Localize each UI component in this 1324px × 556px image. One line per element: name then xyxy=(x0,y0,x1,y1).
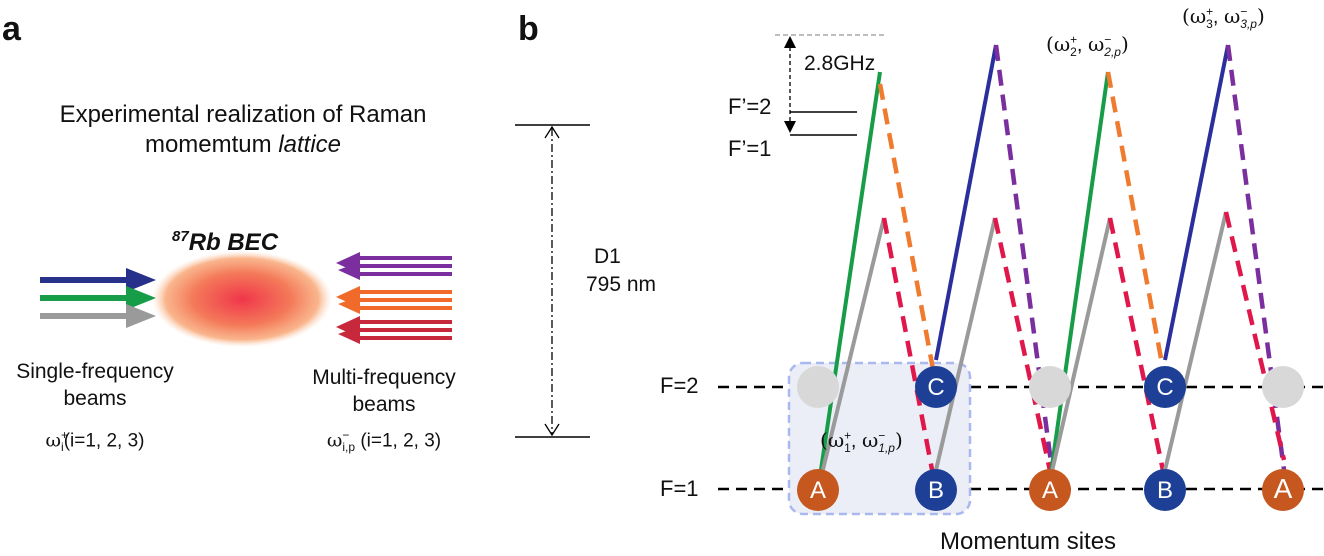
frequency-pair-1: (ω+1, ω−1,p) xyxy=(820,428,903,455)
site-c-label: C xyxy=(1156,374,1174,401)
sup: − xyxy=(1104,32,1112,47)
single-frequency-caption: Single-frequency beams xyxy=(0,358,190,412)
sup: + xyxy=(844,428,852,443)
site-b-circle xyxy=(915,469,957,511)
site-b-label: B xyxy=(927,477,944,504)
site-a-label: A xyxy=(809,477,826,504)
single-frequency-formula: ω+i(i=1, 2, 3) xyxy=(0,428,190,454)
omega-symbol: ω xyxy=(45,429,62,452)
panel-a-title: Experimental realization of Raman momemt… xyxy=(0,100,486,160)
splitting-label: 2.8GHz xyxy=(804,52,876,75)
single-caption-line2: beams xyxy=(63,387,127,410)
formula-rest: (i=1, 2, 3) xyxy=(63,430,145,452)
omega: ω xyxy=(827,428,845,452)
beam-green xyxy=(40,286,156,310)
sup: − xyxy=(878,428,886,443)
empty-site xyxy=(1029,366,1071,408)
sub: 3,p xyxy=(1240,17,1257,31)
d1-transition-marker xyxy=(515,124,590,438)
omega: ω xyxy=(1087,32,1105,56)
multi-frequency-formula: ω−i,p (i=1, 2, 3) xyxy=(284,428,484,454)
empty-site xyxy=(797,366,839,408)
level-f1-prime-label: F’=1 xyxy=(728,136,772,161)
sup: − xyxy=(1240,4,1248,19)
multi-caption-line2: beams xyxy=(352,393,416,416)
d1-label: D1 xyxy=(594,245,621,268)
beam-group-purple xyxy=(336,252,452,280)
d1-wavelength: 795 nm xyxy=(586,273,657,296)
panel-b-label: b xyxy=(518,10,539,48)
sub: 3 xyxy=(1206,17,1213,31)
beam-group-orange xyxy=(336,286,452,314)
empty-site xyxy=(1262,366,1304,408)
momentum-sites-label: Momentum sites xyxy=(940,528,1117,555)
panel-a-title-line2: momemtum lattice xyxy=(0,130,486,160)
formula-sub: i,p xyxy=(342,440,356,455)
panel-a-graphic xyxy=(40,251,452,347)
formula-sub: i xyxy=(61,440,64,455)
frequency-pair-2: (ω+2, ω−2,p) xyxy=(1046,32,1129,59)
level-f2-label: F=2 xyxy=(660,373,699,398)
formula-sup: + xyxy=(61,428,69,442)
site-a-circle xyxy=(1029,469,1071,511)
title-plain: momemtum xyxy=(144,131,272,158)
omega: ω xyxy=(1189,4,1207,28)
beam-gray xyxy=(40,304,156,328)
multi-caption-line1: Multi-frequency xyxy=(312,366,456,389)
omega: ω xyxy=(861,428,879,452)
site-b-circle xyxy=(1144,469,1186,511)
panel-a-title-line1: Experimental realization of Raman xyxy=(59,101,427,128)
site-c-circle xyxy=(1144,366,1186,408)
hyperfine-splitting-marker xyxy=(775,34,885,136)
omega-symbol: ω xyxy=(326,429,343,452)
sub: 2,p xyxy=(1104,45,1121,59)
sub: 1 xyxy=(844,441,851,455)
formula-rest: (i=1, 2, 3) xyxy=(360,430,442,452)
sub: 1,p xyxy=(878,441,895,455)
bec-isotope: 87 xyxy=(172,228,189,245)
site-a-label: A xyxy=(1273,473,1293,504)
site-a-label: A xyxy=(1041,477,1058,504)
site-a-circle xyxy=(797,469,839,511)
site-c-circle xyxy=(915,366,957,408)
bec-label: 87Rb BEC xyxy=(172,228,278,257)
omega: ω xyxy=(1223,4,1241,28)
site-b-label: B xyxy=(1156,477,1173,504)
bec-cloud xyxy=(152,251,332,347)
formula-sup: − xyxy=(342,428,350,442)
momentum-sites xyxy=(797,366,1304,511)
multi-frequency-caption: Multi-frequency beams xyxy=(284,364,484,418)
single-frequency-beams xyxy=(40,268,156,328)
sup: + xyxy=(1070,32,1078,47)
site-a-circle xyxy=(1262,469,1304,511)
level-f1-label: F=1 xyxy=(660,476,699,501)
title-italic: lattice xyxy=(278,131,342,158)
sub: 2 xyxy=(1070,45,1077,59)
d1-transition-label: D1 795 nm xyxy=(586,243,666,299)
panel-a-label: a xyxy=(2,10,21,48)
omega: ω xyxy=(1053,32,1071,56)
site-c-label: C xyxy=(927,374,945,401)
level-f2-prime-label: F’=2 xyxy=(728,94,772,119)
beam-blue xyxy=(40,268,156,292)
single-caption-line1: Single-frequency xyxy=(16,360,174,383)
frequency-pair-3: (ω+3, ω−3,p) xyxy=(1182,4,1265,31)
sup: + xyxy=(1206,4,1214,19)
beam-group-red xyxy=(336,316,452,344)
multi-frequency-beams xyxy=(336,252,452,344)
